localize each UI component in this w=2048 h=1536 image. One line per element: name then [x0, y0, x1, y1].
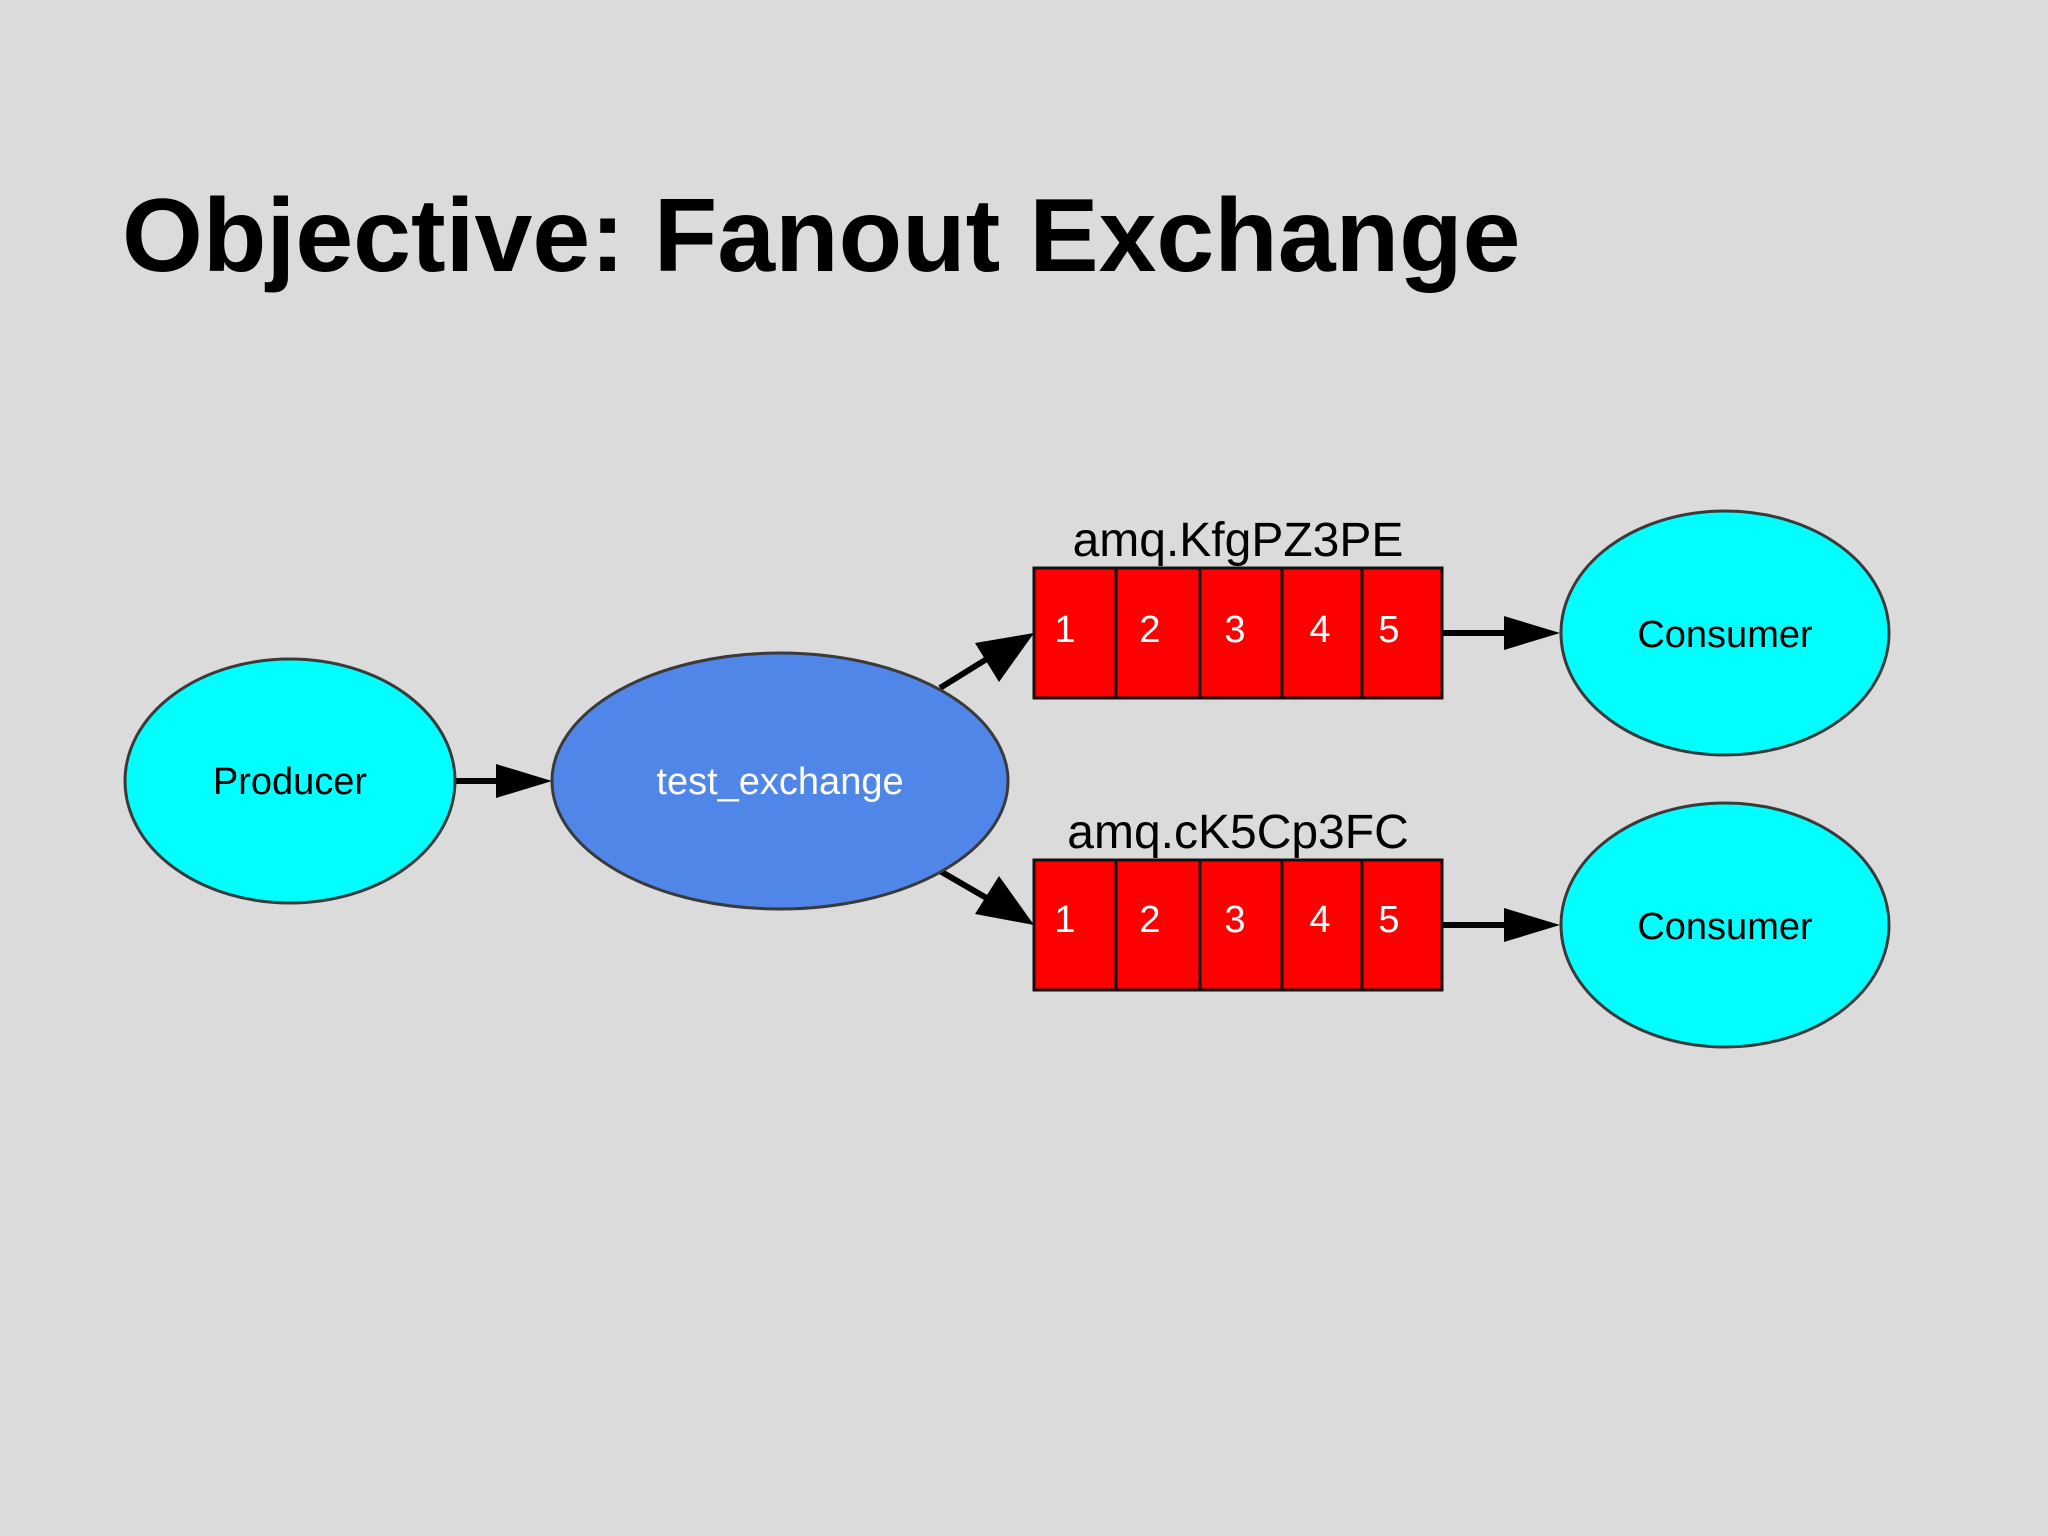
consumer-1-ellipse	[1559, 509, 1891, 757]
queue-1-cell-4-label: 4	[1309, 609, 1330, 651]
queue-2-cell-4-label: 4	[1309, 899, 1330, 941]
queue-1-cell-1	[1032, 566, 1118, 700]
queue-2: amq.cK5Cp3FC 1 2 3 4 5	[1032, 806, 1444, 992]
queue-2-cell-3	[1198, 858, 1284, 992]
exchange-node: test_exchange	[550, 651, 1010, 911]
queue-1-cell-2-label: 2	[1139, 609, 1160, 651]
queue-2-cells: 1 2 3 4 5	[1032, 858, 1444, 992]
queue-1-cell-2	[1114, 566, 1202, 700]
queue-1-cell-4	[1280, 566, 1364, 700]
queue-1: amq.KfgPZ3PE 1 2 3 4 5	[1032, 514, 1444, 700]
queue-2-cell-2-label: 2	[1139, 899, 1160, 941]
arrowhead-queue-1-consumer-1	[1504, 616, 1560, 650]
arrowhead-exchange-queue-2	[975, 876, 1034, 925]
arrowhead-queue-2-consumer-2	[1504, 908, 1560, 942]
producer-ellipse	[123, 657, 457, 905]
queue-2-cell-2	[1114, 858, 1202, 992]
queue-2-name: amq.cK5Cp3FC	[1067, 806, 1408, 859]
queue-2-cell-5	[1360, 858, 1444, 992]
exchange-label: test_exchange	[656, 761, 903, 803]
queue-1-cell-1-label: 1	[1054, 609, 1075, 651]
queue-2-cell-1-label: 1	[1054, 899, 1075, 941]
queue-1-cell-3-label: 3	[1224, 609, 1245, 651]
edges	[456, 616, 1560, 942]
queue-2-cell-3-label: 3	[1224, 899, 1245, 941]
consumer-1-label: Consumer	[1637, 614, 1813, 656]
exchange-ellipse	[550, 651, 1010, 911]
queue-2-cell-1	[1032, 858, 1118, 992]
queue-2-cell-5-label: 5	[1378, 899, 1399, 941]
arrowhead-producer-exchange	[496, 764, 552, 798]
edge-exchange-queue-2	[938, 868, 992, 903]
producer-label: Producer	[213, 761, 368, 803]
consumer-node-2: Consumer	[1559, 801, 1891, 1049]
producer-node: Producer	[123, 657, 457, 905]
queue-1-cell-3	[1198, 566, 1284, 700]
consumer-2-label: Consumer	[1637, 906, 1813, 948]
queue-1-name: amq.KfgPZ3PE	[1073, 514, 1404, 567]
queue-1-cells: 1 2 3 4 5	[1032, 566, 1444, 700]
slide-title: Objective: Fanout Exchange	[122, 178, 1521, 294]
queue-2-cell-4	[1280, 858, 1364, 992]
consumer-node-1: Consumer	[1559, 509, 1891, 757]
queue-1-cell-5	[1360, 566, 1444, 700]
consumer-2-ellipse	[1559, 801, 1891, 1049]
arrowhead-exchange-queue-1	[975, 633, 1034, 682]
edge-exchange-queue-1	[938, 654, 992, 691]
queue-1-cell-5-label: 5	[1378, 609, 1399, 651]
